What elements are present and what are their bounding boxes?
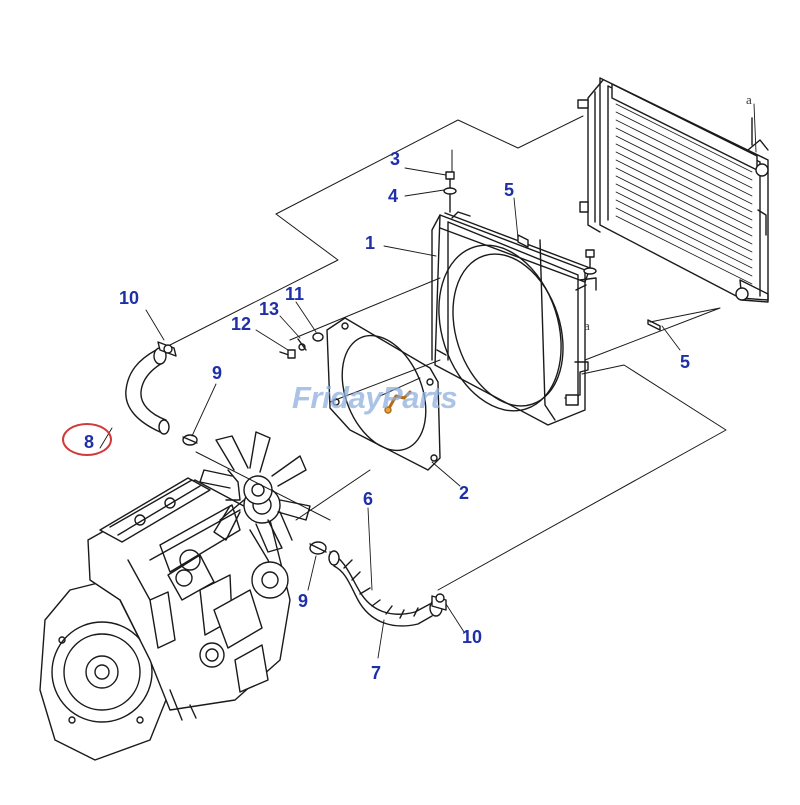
callout-4[interactable]: 4 [388,186,399,206]
watermark-logo: FridayParts [292,380,458,415]
bolts-11-12-13 [279,332,324,359]
callout-13[interactable]: 13 [259,299,280,319]
bolt-washer-3-4 [443,171,457,213]
clamp-10-lower [431,593,447,611]
callout-1[interactable]: 1 [365,233,376,253]
callout-6[interactable]: 6 [363,489,374,509]
radiator-drawing [577,77,769,303]
clamp-9-upper [182,434,198,446]
callout-10-upper[interactable]: 10 [119,288,140,308]
fan-drawing [199,431,311,553]
callout-leaders [99,103,757,659]
callout-10-lower[interactable]: 10 [462,627,483,647]
fan-shroud-drawing [431,211,597,426]
bolt-right [583,249,597,275]
highlight-circle-part-8 [62,423,112,456]
callout-2[interactable]: 2 [459,483,470,503]
callout-9-lower[interactable]: 9 [298,591,309,611]
callout-9-upper[interactable]: 9 [212,363,223,383]
engine-drawing [39,477,293,761]
upper-hose-drawing [125,341,177,435]
assembly-lines [169,115,727,591]
callout-3[interactable]: 3 [390,149,401,169]
clamp-9-lower [309,541,327,555]
callout-11[interactable]: 11 [285,284,305,304]
callout-5-lower[interactable]: 5 [680,352,691,372]
callout-12[interactable]: 12 [231,314,252,334]
reference-a-mid: a [584,318,590,333]
clip-5-upper [517,234,529,248]
callout-7[interactable]: 7 [371,663,382,683]
clip-5-lower [647,319,661,331]
lower-hose-drawing [328,550,443,627]
small-fitting [384,390,412,414]
callout-8[interactable]: 8 [84,432,95,452]
reference-a-top: a [746,92,752,107]
callout-5-upper[interactable]: 5 [504,180,515,200]
